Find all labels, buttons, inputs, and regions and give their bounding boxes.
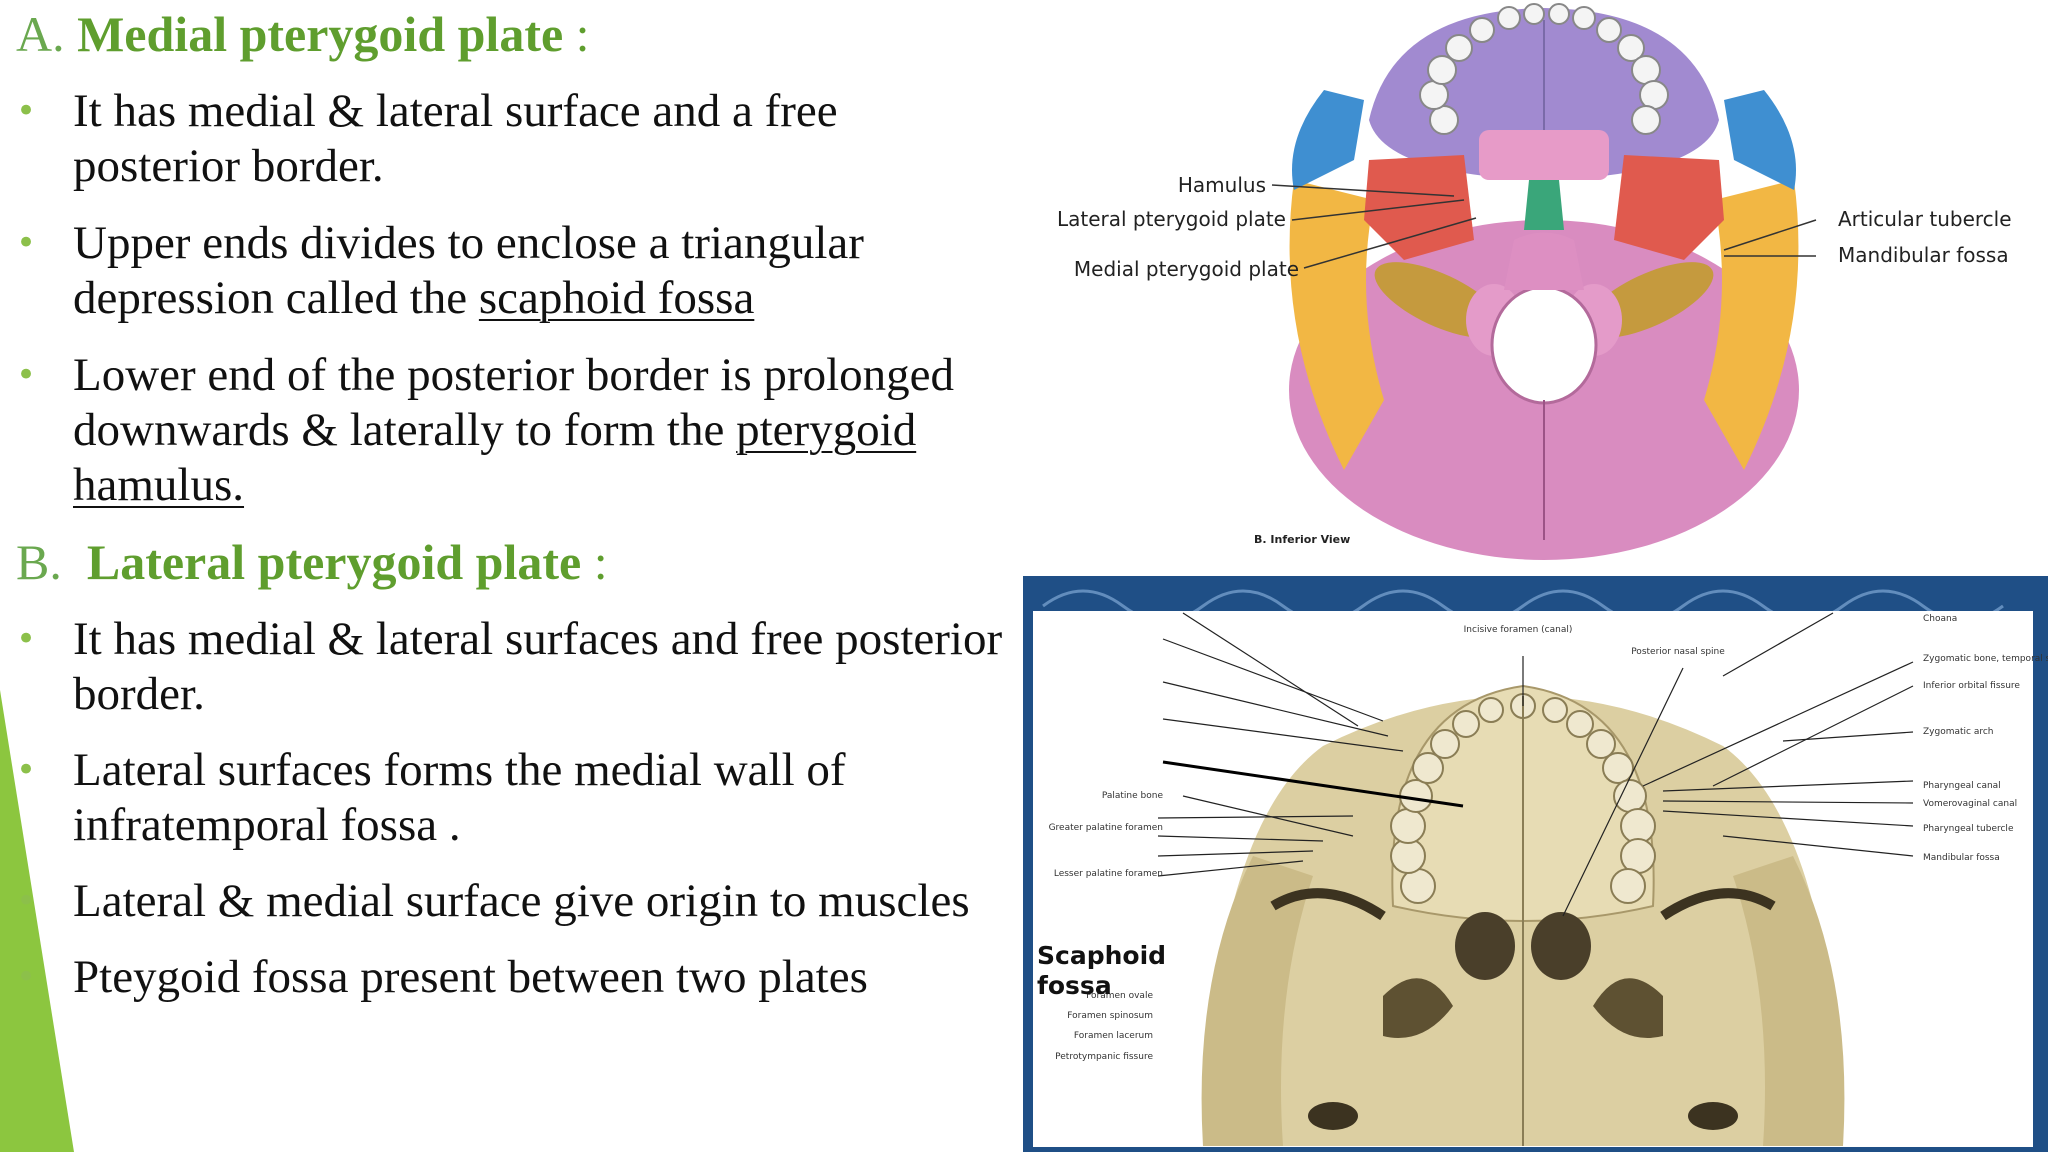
- list-item: • Upper ends divides to enclose a triang…: [0, 216, 1013, 326]
- skull-base-photo-figure: Incisive foramen (canal) Posterior nasal…: [1023, 576, 2048, 1152]
- bullet-dot-icon: •: [16, 957, 37, 997]
- skull-base-outer-left: [1201, 856, 1313, 1146]
- pterygoid-process-right: [1614, 155, 1724, 260]
- leader-lines: [1157, 612, 1914, 877]
- bullet-dot-icon: •: [16, 91, 37, 131]
- label-mandibular-fossa: Mandibular fossa: [1923, 853, 2000, 863]
- label-pharyngeal-tubercle: Pharyngeal tubercle: [1923, 824, 2014, 834]
- skull-base-outer-right: [1733, 856, 1845, 1146]
- label-zygomatic-arch: Zygomatic arch: [1923, 727, 1994, 737]
- scaphoid-fossa-pointer: [1162, 760, 1464, 808]
- label-posterior-nasal-spine: Posterior nasal spine: [1631, 647, 1725, 657]
- bullet-text: Lower end of the posterior border is pro…: [73, 349, 954, 456]
- label-foramen-spinosum: Foramen spinosum: [1067, 1011, 1153, 1021]
- label-choana: Choana: [1923, 614, 1957, 624]
- skull-lateral-yellow-bones: [1289, 180, 1384, 470]
- hamulus-leader-line: [1271, 184, 1455, 197]
- section-a-heading: A. Medial pterygoid plate :: [16, 4, 590, 64]
- label-palatine-bone: Palatine bone: [1102, 791, 1164, 801]
- label-foramen-lacerum: Foramen lacerum: [1074, 1031, 1153, 1041]
- label-mandibular-fossa: Mandibular fossa: [1838, 243, 2009, 267]
- palatine-bone: [1479, 130, 1609, 180]
- scaphoid-fossa-term: scaphoid fossa: [478, 272, 755, 324]
- foramen-dark-left: [1308, 1102, 1358, 1130]
- choana-right: [1531, 912, 1591, 980]
- skull-lateral-yellow-bones-right: [1704, 180, 1799, 470]
- bullet-text: Lateral surfaces forms the medial wall o…: [73, 744, 846, 851]
- label-pharyngeal-canal: Pharyngeal canal: [1923, 781, 2001, 791]
- list-item: • Lower end of the posterior border is p…: [0, 348, 1013, 513]
- zygomatic-right: [1724, 90, 1796, 190]
- posterior-nasal-spine-leader-line: [1562, 667, 1684, 917]
- pterygoid-fossa-left: [1383, 978, 1453, 1038]
- label-zygomatic-bone: Zygomatic bone, temporal surface: [1923, 654, 2048, 664]
- section-a-title: Medial pterygoid plate: [77, 6, 564, 62]
- list-item: • It has medial & lateral surfaces and f…: [0, 612, 1013, 722]
- bullet-text: It has medial & lateral surface and a fr…: [73, 85, 838, 192]
- section-a-colon: :: [563, 6, 590, 62]
- orbital-fissure-left: [1270, 888, 1386, 921]
- bullet-dot-icon: •: [16, 750, 37, 790]
- label-hamulus: Hamulus: [1178, 173, 1266, 197]
- bullet-text: Lateral & medial surface give origin to …: [73, 875, 970, 927]
- pterygoid-process-left: [1364, 155, 1474, 260]
- bullet-text: Upper ends divides to enclose a triangul…: [73, 217, 864, 324]
- label-incisive-foramen: Incisive foramen (canal): [1464, 625, 1573, 635]
- label-medial-pterygoid-plate: Medial pterygoid plate: [1074, 257, 1299, 281]
- teeth-row: [1419, 3, 1669, 135]
- list-item: • Lateral surfaces forms the medial wall…: [0, 743, 1013, 853]
- medial-plate-leader-line: [1303, 217, 1477, 269]
- label-foramen-ovale: Foramen ovale: [1086, 991, 1153, 1001]
- label-greater-palatine-foramen: Greater palatine foramen: [1049, 823, 1163, 833]
- bullet-dot-icon: •: [16, 355, 37, 395]
- vomer: [1524, 180, 1564, 230]
- skull-inferior-view-figure: Hamulus Lateral pterygoid plate Medial p…: [1057, 3, 2012, 560]
- foramen-dark-right: [1688, 1102, 1738, 1130]
- orbital-fissure-right: [1660, 888, 1776, 921]
- bullet-dot-icon: •: [16, 223, 37, 263]
- zygomatic-left: [1292, 90, 1364, 190]
- bullet-dot-icon: •: [16, 619, 37, 659]
- label-scaphoid-fossa-line2: fossa: [1037, 971, 1112, 1000]
- choana-left: [1455, 912, 1515, 980]
- articular-tubercle-leader-line: [1723, 219, 1817, 251]
- bullet-dot-icon: •: [16, 881, 37, 921]
- section-b-bullets: • It has medial & lateral surfaces and f…: [0, 612, 1013, 1005]
- section-b-heading: B. Lateral pterygoid plate :: [16, 532, 608, 592]
- label-lateral-pterygoid-plate: Lateral pterygoid plate: [1057, 207, 1286, 231]
- label-articular-tubercle: Articular tubercle: [1838, 207, 2012, 231]
- foramen-magnum: [1490, 285, 1598, 405]
- section-a-letter: A.: [16, 6, 65, 62]
- section-a-bullets: • It has medial & lateral surface and a …: [0, 84, 1013, 513]
- figure-caption: B. Inferior View: [1254, 533, 1350, 546]
- banner-ornament: [1042, 589, 2004, 623]
- section-b-colon: :: [581, 534, 608, 590]
- pterygoid-fossa-right: [1593, 978, 1663, 1038]
- teeth-row: [1390, 693, 1656, 904]
- section-b-letter: B.: [16, 534, 62, 590]
- list-item: • Pteygoid fossa present between two pla…: [0, 950, 1013, 1005]
- label-vomerovaginal-canal: Vomerovaginal canal: [1923, 799, 2017, 809]
- bullet-text: It has medial & lateral surfaces and fre…: [73, 613, 1003, 720]
- label-petrotympanic-fissure: Petrotympanic fissure: [1055, 1052, 1153, 1062]
- label-inferior-orbital-fissure: Inferior orbital fissure: [1923, 681, 2020, 691]
- lateral-plate-leader-line: [1291, 199, 1465, 221]
- list-item: • It has medial & lateral surface and a …: [0, 84, 1013, 194]
- basi-occiput: [1504, 232, 1584, 290]
- pterygoid-hamulus-term: pterygoid hamulus.: [73, 404, 917, 511]
- list-item: • Lateral & medial surface give origin t…: [0, 874, 1013, 929]
- section-b-title: Lateral pterygoid plate: [86, 534, 582, 590]
- label-lesser-palatine-foramen: Lesser palatine foramen: [1054, 869, 1163, 879]
- bullet-text: Pteygoid fossa present between two plate…: [73, 951, 868, 1003]
- label-scaphoid-fossa-line1: Scaphoid: [1037, 941, 1166, 970]
